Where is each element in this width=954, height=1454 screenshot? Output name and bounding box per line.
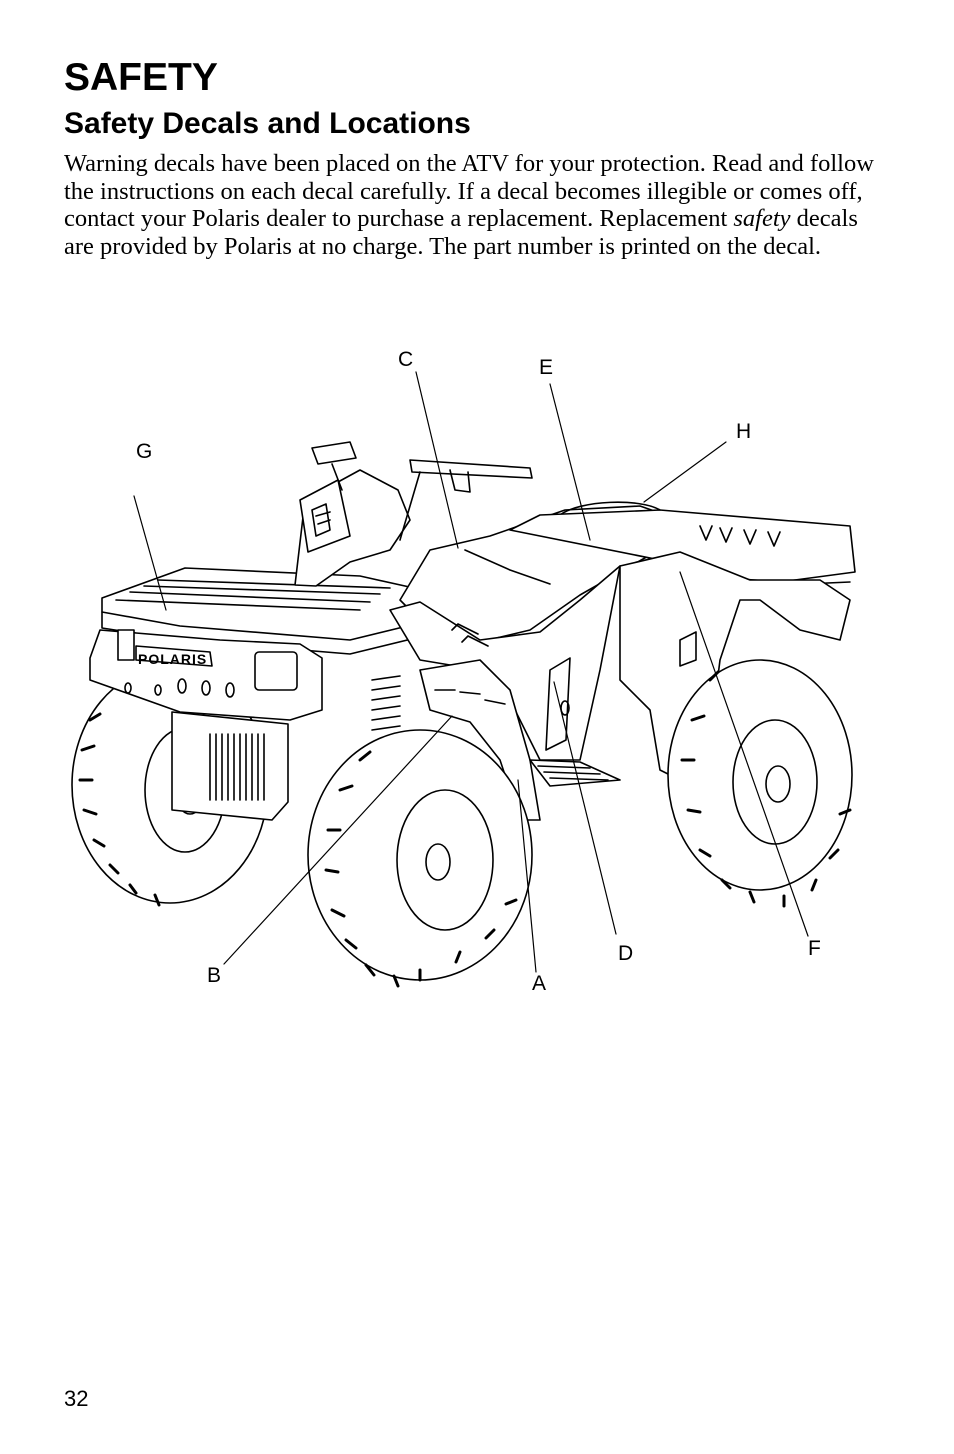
page-number: 32	[64, 1386, 89, 1411]
callout-a: A	[532, 972, 547, 995]
leader-d	[553, 681, 617, 935]
rear-right-wheel	[667, 659, 853, 908]
intro-emphasis: safety	[733, 205, 791, 232]
page-title: SAFETY	[64, 56, 218, 99]
callout-e: E	[539, 356, 554, 379]
callout-g: G	[136, 440, 153, 463]
footrest	[529, 759, 621, 787]
polaris-logo-text: POLARIS	[138, 651, 208, 667]
callout-f: F	[808, 937, 821, 960]
callout-c: C	[398, 348, 414, 371]
leader-b	[223, 715, 453, 965]
front-bumper	[89, 629, 323, 721]
front-grille	[171, 711, 289, 821]
intro-text-part1: Warning decals have been placed on the A…	[64, 150, 874, 232]
handlebar-pod	[294, 441, 533, 587]
front-rack	[101, 567, 433, 655]
leader-e	[549, 383, 591, 541]
front-right-wheel	[307, 729, 533, 988]
atv-illustration	[71, 371, 856, 988]
leader-c	[415, 371, 459, 549]
leader-a	[517, 779, 537, 973]
callout-leaders	[133, 371, 809, 973]
front-spring	[371, 675, 401, 731]
callout-h: H	[736, 420, 752, 443]
atv-decal-diagram: G C E H B A D F POLARIS	[60, 340, 880, 1020]
callout-d: D	[618, 942, 634, 965]
leader-g	[133, 495, 167, 611]
intro-text-part2: decals are provided by Polaris at no cha…	[64, 205, 858, 260]
section-title: Safety Decals and Locations	[64, 107, 471, 140]
leader-h	[643, 441, 727, 503]
intro-paragraph: Warning decals have been placed on the A…	[64, 150, 884, 260]
leader-f	[679, 571, 809, 937]
callout-b: B	[207, 964, 222, 987]
